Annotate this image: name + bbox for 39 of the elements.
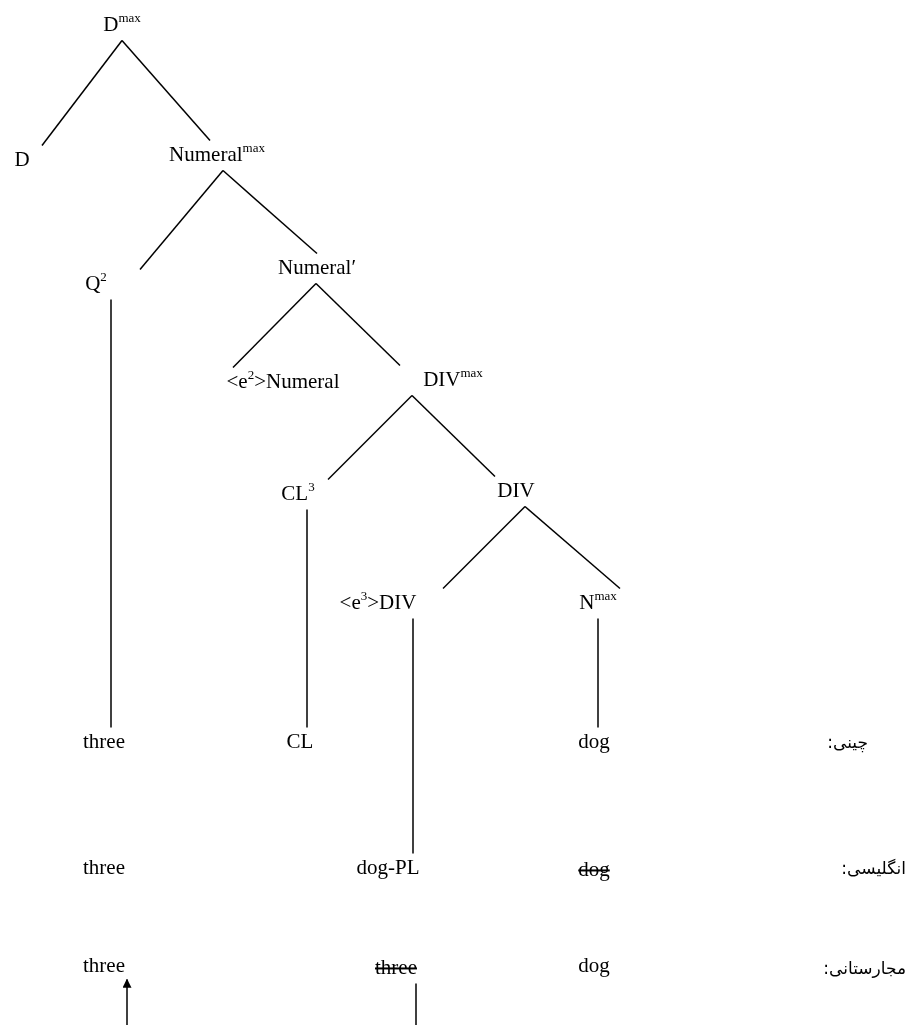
tree-node-label: dog: [578, 954, 610, 978]
tree-node-label: N$^{max}$: [579, 591, 617, 615]
tree-node-label: dog: [578, 730, 610, 754]
tree-node-label: DIV: [497, 479, 535, 503]
tree-node-label: Numeral′: [277, 256, 357, 280]
branch-line: [597, 617, 599, 729]
tree-node-label: three: [83, 730, 125, 754]
branch-line: [412, 617, 414, 855]
tree-node-label: Q$^{2}$: [85, 272, 107, 296]
branch-line: [222, 169, 318, 255]
branch-line: [41, 39, 123, 147]
branch-line: [415, 982, 417, 1025]
tree-node-label: dog-PL: [356, 856, 420, 880]
tree-node-label: <e$^{2}$>Numeral: [226, 370, 340, 394]
branch-line: [327, 394, 413, 481]
tree-node-label: three: [375, 956, 417, 980]
tree-node-label: Numeral$^{max}$: [169, 143, 265, 167]
tree-node-label: three: [83, 954, 125, 978]
branch-line: [306, 508, 308, 729]
tree-node-label: D: [14, 148, 30, 172]
language-label: چینی:: [827, 731, 868, 753]
tree-node-label: D$^{max}$: [103, 13, 141, 37]
tree-node-label: DIV$^{max}$: [423, 368, 483, 392]
language-label: انگلیسی:: [841, 857, 906, 879]
tree-node-label: CL: [286, 730, 314, 754]
branch-line: [524, 505, 621, 590]
branch-line: [232, 282, 317, 369]
branch-line: [121, 39, 211, 142]
tree-node-label: CL$^{3}$: [281, 482, 315, 506]
branch-line: [315, 282, 401, 367]
language-label: مجارستانی:: [823, 957, 906, 979]
branch-line: [139, 169, 224, 271]
branch-line: [110, 298, 112, 729]
tree-node-label: dog: [578, 858, 610, 882]
tree-node-label: <e$^{3}$>DIV: [339, 591, 417, 615]
tree-node-label: three: [83, 856, 125, 880]
branch-line: [411, 394, 496, 478]
branch-line: [442, 505, 526, 590]
arrow: [122, 978, 132, 1025]
